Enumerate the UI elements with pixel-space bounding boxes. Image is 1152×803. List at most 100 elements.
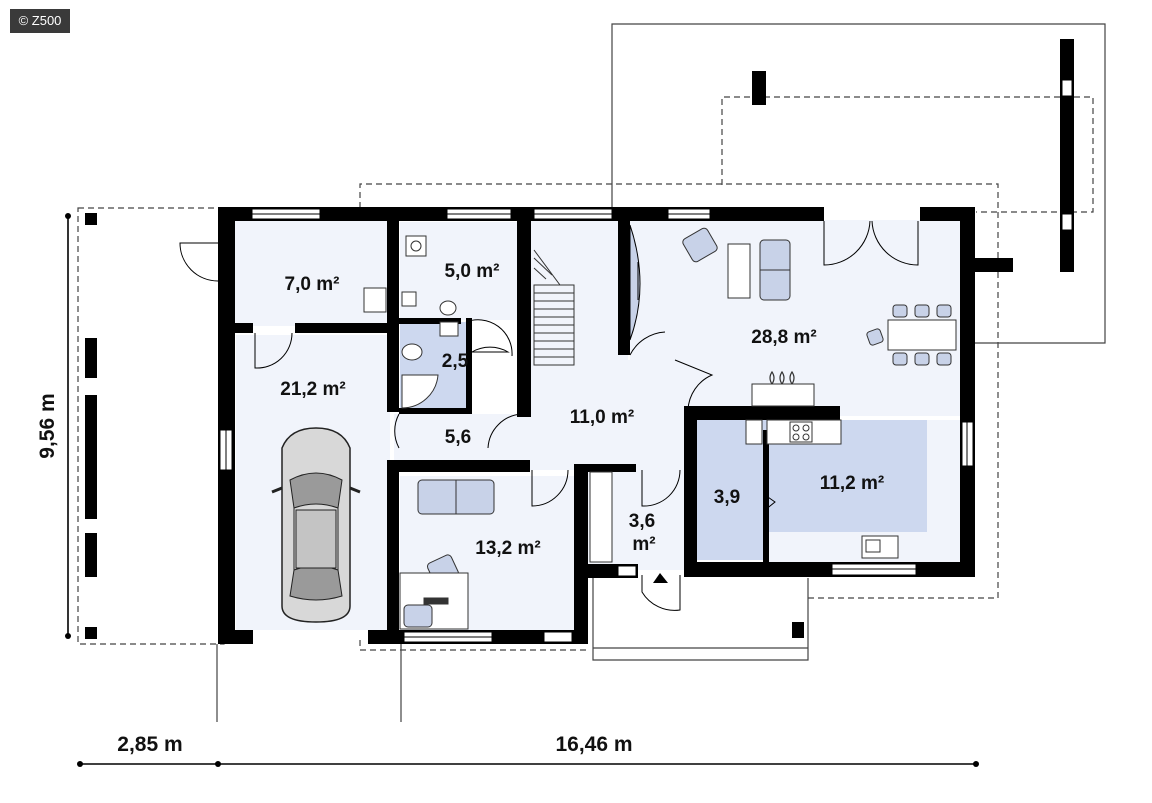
dining-table — [887, 319, 957, 351]
carport-post-5 — [85, 627, 97, 639]
window-study-b — [543, 631, 573, 643]
wall-east — [960, 207, 975, 577]
laptop-icon — [423, 597, 449, 605]
staircase — [533, 249, 575, 366]
toilet-wc — [401, 343, 423, 361]
doors — [179, 220, 919, 611]
fridge — [745, 419, 763, 445]
kitchen-side — [927, 420, 960, 532]
wall-garage-east — [387, 207, 399, 412]
wall-north-living — [624, 207, 824, 221]
room-area-hall: 11,0 m² — [570, 407, 634, 428]
entrance-arrow-icon — [653, 573, 668, 583]
wall-south-garage-b — [368, 630, 400, 644]
room-area-wardrobe: 3,6 — [629, 511, 655, 532]
coffee-table — [727, 243, 751, 299]
window-mullions — [225, 213, 968, 638]
room-area-passage: 5,6 — [445, 427, 471, 448]
vestibule-floor — [232, 220, 388, 326]
wall-vest-garage-a — [235, 323, 253, 333]
vestibule-cabinet — [363, 287, 387, 313]
room-area-wc: 2,5 — [442, 351, 469, 372]
entrance-platform — [592, 578, 809, 661]
dining-chair — [936, 352, 952, 366]
door-garage-passage — [394, 413, 400, 449]
dimension-left-width-label: 2,85 m — [117, 733, 182, 756]
dining-chair — [892, 304, 908, 318]
pergola-post-east — [1060, 39, 1074, 272]
window-wardrobe — [617, 565, 637, 577]
carport-post-2 — [85, 338, 97, 378]
door-vestibule-garage — [254, 332, 293, 369]
room-area-boiler: 5,0 m² — [445, 261, 500, 282]
furniture — [363, 227, 957, 630]
door-terrace-b — [871, 220, 919, 266]
room-area-study: 13,2 m² — [475, 538, 540, 559]
door-living-b — [674, 359, 714, 411]
roof-outline — [359, 183, 999, 599]
door-wardrobe — [641, 469, 681, 507]
dining-chair — [892, 352, 908, 366]
wardrobe-unit — [589, 471, 613, 563]
living-floor — [630, 220, 960, 416]
room-area-vestibule: 7,0 m² — [285, 274, 340, 295]
room-area-living: 28,8 m² — [751, 327, 816, 348]
wall-boiler-stair — [517, 207, 531, 417]
dimension-main-width-label: 16,46 m — [555, 733, 632, 756]
wall-vest-garage-b — [295, 323, 390, 333]
room-area-wardrobe-unit: m² — [632, 534, 655, 555]
wall-kitchen-west — [684, 406, 697, 576]
entrance-post — [792, 622, 804, 638]
washbasin-boiler — [401, 291, 417, 307]
pergola-post-west — [752, 71, 766, 105]
washbasin-wc — [439, 321, 459, 337]
door-wc — [471, 346, 510, 353]
wall-boiler-wc — [399, 318, 461, 324]
door-entrance-garage — [179, 242, 219, 282]
pantry-opening-mark — [764, 494, 776, 511]
wall-stair-living — [618, 207, 630, 355]
wall-study-east — [574, 464, 588, 644]
solid-outlines — [216, 23, 1106, 722]
door-hall-passage — [487, 413, 523, 449]
door-boiler — [465, 319, 513, 357]
pergola-gap-2 — [1061, 213, 1073, 231]
wall-wc-south — [399, 408, 472, 414]
dimension-lines — [65, 213, 979, 767]
wall-wc-east — [466, 318, 472, 412]
dining-chair — [936, 304, 952, 318]
carport-post-1 — [85, 213, 97, 225]
door-living-a — [629, 331, 666, 356]
glass-partition — [629, 224, 641, 341]
dining-chair — [914, 304, 930, 318]
pergola-gap-1 — [1061, 79, 1073, 97]
door-terrace-a — [823, 220, 871, 266]
car-icon — [271, 427, 361, 623]
carport-post-3 — [85, 395, 97, 519]
passage-floor — [394, 414, 534, 464]
fireplace — [751, 383, 815, 407]
wall-east-stub — [975, 258, 1013, 272]
toilet-boiler — [439, 300, 457, 316]
dining-chair — [866, 328, 884, 346]
door-study — [531, 469, 569, 507]
fireplace-flames-icon — [769, 370, 795, 385]
shower-tray — [401, 374, 439, 409]
room-area-pantry: 3,9 — [714, 487, 740, 508]
wall-kitchen-south — [684, 562, 975, 577]
room-area-kitchen: 11,2 m² — [820, 473, 884, 494]
desk-chair — [403, 604, 433, 628]
door-front — [641, 575, 681, 611]
terrace-outline — [611, 23, 1106, 344]
wall-passage-study — [394, 460, 530, 472]
room-area-garage: 21,2 m² — [280, 379, 345, 400]
cooktop-icon — [789, 421, 813, 443]
armchair — [682, 227, 718, 263]
boiler-unit — [405, 235, 427, 257]
wall-garage-east-low — [387, 460, 399, 644]
front-roof-outline — [359, 640, 590, 651]
carport-outline — [77, 207, 225, 645]
dining-chair — [914, 352, 930, 366]
wall-south-garage-a — [218, 630, 253, 644]
